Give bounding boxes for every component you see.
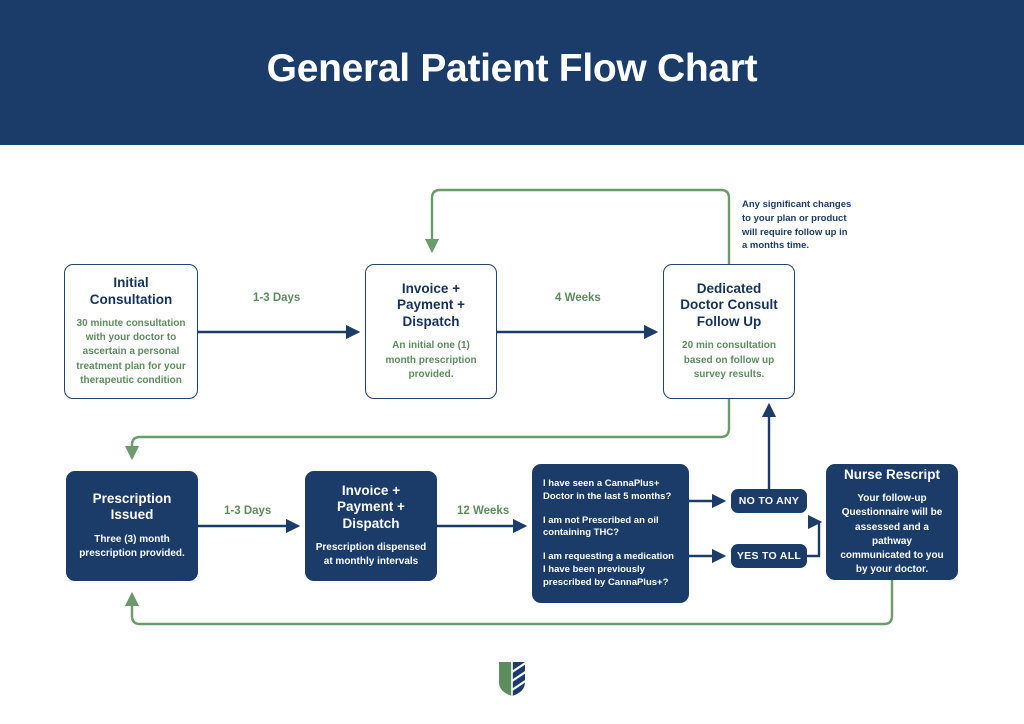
- edge-label-invoice-to-criteria: 12 Weeks: [457, 505, 510, 517]
- edge-label-invoice-to-followup: 4 Weeks: [555, 292, 601, 304]
- page-header: General Patient Flow Chart: [0, 0, 1024, 145]
- criteria-question-2: I am not Prescribed an oil containing TH…: [543, 514, 659, 539]
- node-title: Dedicated Doctor Consult Follow Up: [680, 281, 778, 329]
- node-title: Invoice + Payment + Dispatch: [337, 482, 405, 531]
- node-body: 30 minute consultation with your doctor …: [76, 318, 186, 386]
- node-invoice-payment-dispatch-top[interactable]: Invoice + Payment + Dispatch An initial …: [365, 264, 497, 399]
- node-body: Prescription dispensed at monthly interv…: [315, 542, 427, 568]
- node-title: Initial Consultation: [89, 275, 173, 307]
- node-prescription-issued[interactable]: Prescription Issued Three (3) month pres…: [66, 471, 198, 581]
- page-title: General Patient Flow Chart: [266, 47, 758, 90]
- decision-no-to-any[interactable]: NO TO ANY: [731, 489, 807, 513]
- node-body: Your follow-up Questionnaire will be ass…: [840, 493, 944, 576]
- node-body: An initial one (1) month prescription pr…: [385, 340, 477, 380]
- edge-label-initial-to-invoice: 1-3 Days: [253, 292, 301, 304]
- edge-nurse-loop-to-prescription: [124, 580, 894, 626]
- node-body: Three (3) month prescription provided.: [79, 533, 185, 559]
- green-connectors: [124, 188, 894, 626]
- edge-followup-loop-to-invoice: [424, 188, 731, 264]
- criteria-question-1: I have seen a CannaPlus+ Doctor in the l…: [543, 478, 672, 502]
- node-title: Prescription Issued: [92, 490, 172, 523]
- edge-label-prescription-to-invoice: 1-3 Days: [224, 505, 272, 517]
- node-nurse-rescript[interactable]: Nurse Rescript Your follow-up Questionna…: [826, 464, 958, 580]
- edge-followup-to-prescription: [124, 399, 731, 461]
- node-dedicated-doctor-consult-follow-up[interactable]: Dedicated Doctor Consult Follow Up 20 mi…: [663, 264, 795, 399]
- node-invoice-payment-dispatch-bottom[interactable]: Invoice + Payment + Dispatch Prescriptio…: [305, 471, 437, 581]
- edge-yes-to-nurse: [807, 514, 823, 558]
- navy-connectors: [198, 324, 823, 564]
- node-initial-consultation[interactable]: Initial Consultation 30 minute consultat…: [64, 264, 198, 399]
- decision-yes-to-all[interactable]: YES TO ALL: [731, 544, 807, 568]
- criteria-question-3: I am requesting a medication I have been…: [543, 551, 674, 588]
- node-title: Invoice + Payment + Dispatch: [397, 281, 465, 329]
- annotation-follow-up-note: Any significant changes to your plan or …: [742, 199, 852, 252]
- node-title: Nurse Rescript: [843, 466, 941, 482]
- node-body: 20 min consultation based on follow up s…: [682, 340, 776, 380]
- shield-logo: [499, 662, 525, 696]
- node-eligibility-criteria[interactable]: I have seen a CannaPlus+ Doctor in the l…: [532, 464, 689, 603]
